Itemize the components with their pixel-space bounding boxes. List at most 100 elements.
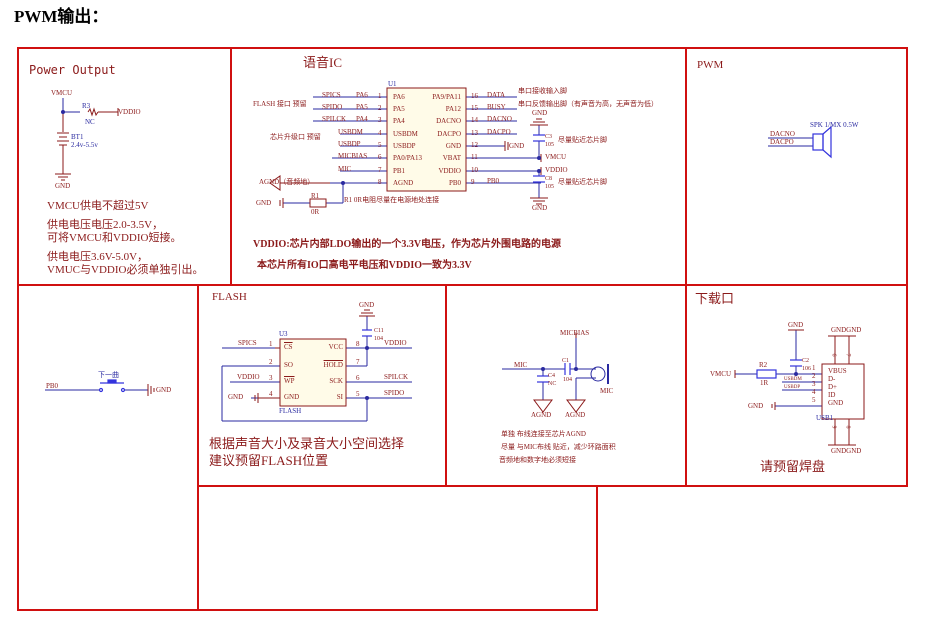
pin-number: 5 [812, 396, 816, 404]
gnd-label: GND [256, 199, 272, 207]
pin-number: 1 [269, 340, 273, 348]
pin-name: PA12 [445, 105, 461, 113]
pwm-title: PWM [697, 59, 724, 71]
pin-name: VBAT [442, 154, 461, 162]
pin-port-label: PA6 [356, 91, 368, 99]
pin-number: 7 [844, 353, 851, 357]
pin-number: 9 [830, 425, 837, 429]
pin-port-label: PA5 [356, 103, 368, 111]
pin-name: HOLD [323, 361, 343, 369]
pin-name: GND [445, 142, 461, 150]
power-note: 供电电压电压2.0-3.5V， [47, 219, 164, 231]
pin-net-label: MICBIAS [338, 152, 368, 160]
u1-ref: U1 [388, 80, 397, 88]
pin-name: WP [284, 377, 295, 385]
pin-number: 3 [269, 374, 273, 382]
pin-number: 16 [471, 92, 478, 100]
cap-note: 尽量贴近芯片脚 [558, 178, 607, 186]
c8-label: C8 [545, 176, 553, 182]
pin-number: 11 [471, 153, 478, 161]
pin-number: 5 [356, 390, 360, 398]
pin-number: 13 [471, 129, 478, 137]
data-note: 串口接收输入脚 [518, 87, 567, 95]
pin-name: USBDP [393, 142, 416, 150]
download-panel [685, 284, 908, 487]
speaker-label: SPK 1/MX 0.5W [810, 121, 859, 129]
pin-net-label: SPIDO [384, 389, 405, 397]
pin-number: 6 [830, 353, 837, 357]
pin-number: 1 [812, 364, 816, 372]
pin-name: DACPO [437, 130, 461, 138]
agnd-label: AGND [531, 411, 552, 419]
pin-number: 8 [844, 425, 851, 429]
r1-note: R1 0R电阻尽量在电源地处连接 [344, 196, 440, 204]
pin-name: PB1 [393, 167, 406, 175]
flash-note: 根据声音大小及录音大小空间选择 [209, 436, 405, 451]
pin-name: D+ [828, 383, 838, 391]
pin-net-label: SPILCK [322, 115, 347, 123]
power-note: VMUC与VDDIO必须单独引出。 [47, 264, 204, 276]
power-note: VMCU供电不超过5V [47, 200, 149, 212]
pin-name: PB0 [448, 179, 461, 187]
pin-number: 12 [471, 141, 478, 149]
pin-name: GND [828, 399, 844, 407]
gnd-label: GND [748, 402, 764, 410]
r2-label: R2 [759, 361, 768, 369]
usbdm-net: USBDM [784, 377, 802, 382]
r2-value: 1R [760, 379, 769, 387]
page-heading: PWM输出： [14, 7, 109, 26]
empty-panel [197, 485, 598, 611]
vddio-note: 本芯片所有IO口高电平电压和VDDIO一致为3.3V [257, 260, 472, 271]
vddio-note: VDDIO:芯片内部LDO输出的一个3.3V电压，作为芯片外围电路的电源 [253, 239, 562, 250]
pin-name: PA4 [393, 117, 405, 125]
pin-net-label: SPILCK [384, 373, 409, 381]
pin-name: DACNO [436, 117, 461, 125]
pin-number: 4 [812, 388, 816, 396]
pin-net-label: SPICS [238, 339, 257, 347]
gndgnd-label: GNDGND [831, 447, 862, 455]
pin-net-label: BUSY [487, 103, 506, 111]
pin-name: VDDIO [438, 167, 461, 175]
r3-value: NC [85, 118, 95, 126]
mic-label: MIC [600, 387, 614, 395]
pin-name: AGND [393, 179, 414, 187]
upgrade-port-note: 芯片升级口 预留 [270, 133, 321, 141]
c2-label: C2 [802, 358, 810, 364]
pin-name: CS [284, 343, 293, 351]
bt1-label: BT1 [71, 133, 84, 141]
pin-name: PA0/PA13 [393, 154, 423, 162]
pin-net-label: SPICS [322, 91, 341, 99]
pin-number: 2 [269, 358, 273, 366]
next-track-button[interactable]: 下一曲 [98, 371, 119, 379]
pin-number: 2 [378, 104, 382, 112]
busy-note: 串口反馈输出脚（有声音为高，无声音为低） [518, 100, 658, 108]
u3-part: FLASH [279, 407, 302, 415]
gndgnd-label: GNDGND [831, 326, 862, 334]
u3-ref: U3 [279, 330, 288, 338]
pin-net-label: MIC [338, 165, 352, 173]
usb1-ref: USB1 [816, 414, 834, 422]
download-note: 请预留焊盘 [760, 459, 826, 474]
gnd-label: GND [156, 386, 172, 394]
c2-value: 106 [802, 366, 811, 372]
pin-number: 6 [356, 374, 360, 382]
pin-number: 7 [378, 166, 382, 174]
flash-note: 建议预留FLASH位置 [209, 453, 329, 468]
c3-label: C3 [545, 134, 553, 140]
flash-title: FLASH [212, 291, 247, 303]
c11-label: C11 [374, 328, 384, 334]
pin-name: ID [828, 391, 836, 399]
agnd-label: AGND（音频地） [259, 178, 315, 186]
pin-net-label: VDDIO [237, 373, 260, 381]
pb0-net: PB0 [46, 382, 59, 390]
flash-port-note: FLASH 接口 预留 [253, 100, 307, 108]
pin-name: PA6 [393, 93, 405, 101]
pin-port-label: PA4 [356, 115, 368, 123]
voice-ic-title: 语音IC [303, 55, 343, 70]
agnd-label: AGND [565, 411, 586, 419]
c3-value: 105 [545, 142, 554, 148]
pin-name: USBDM [393, 130, 418, 138]
c1-value: 104 [563, 377, 572, 383]
pin-number: 8 [378, 178, 382, 186]
